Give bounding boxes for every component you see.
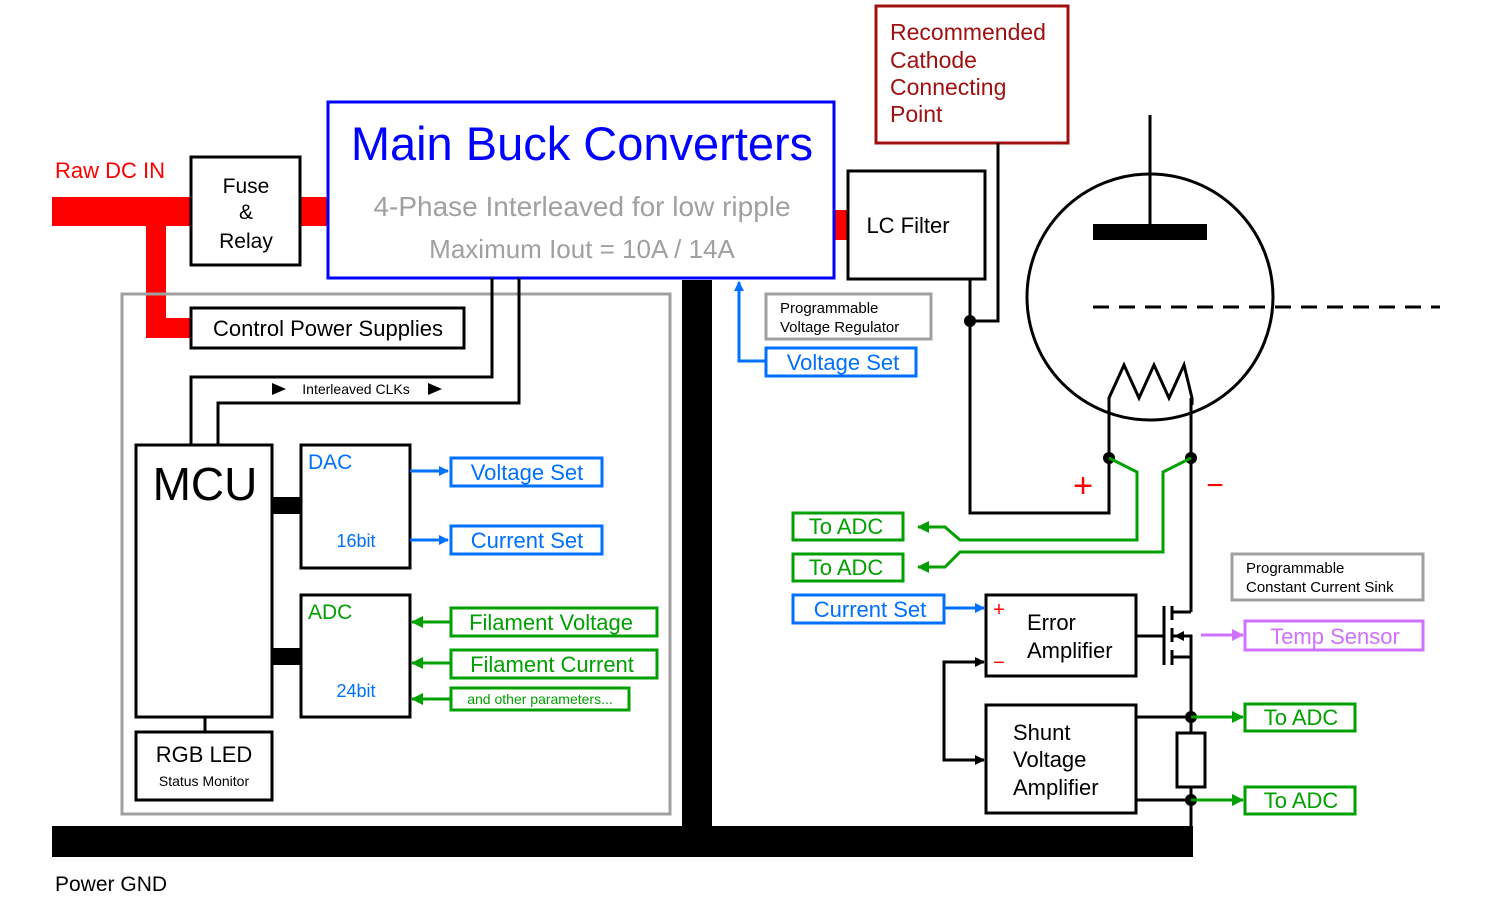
control-power-box	[189, 306, 466, 350]
clk-arrow-right	[428, 383, 442, 395]
clock-wires	[189, 278, 521, 444]
fuse-relay-box	[189, 155, 302, 267]
mcu-adc-bus	[272, 648, 301, 665]
to-adc-label-3: To ADC	[1264, 705, 1339, 730]
error-amp-plus: +	[993, 599, 1005, 621]
fuse-relay-line3: Relay	[219, 230, 273, 253]
to-adc-box-4	[1243, 785, 1357, 816]
to-adc-box-3	[1243, 702, 1357, 733]
to-adc-box-2	[791, 552, 905, 583]
other-params-label: and other parameters...	[467, 691, 613, 707]
dac-current-set-label: Current Set	[471, 528, 584, 553]
vreg-voltage-set-box	[764, 346, 918, 378]
lc-filter-box	[846, 169, 987, 281]
cathode-note-line2: Cathode	[890, 47, 977, 73]
to-adc-label-1: To ADC	[809, 514, 884, 539]
sink-current-set-label: Current Set	[814, 597, 927, 622]
rgb-led-box	[134, 730, 274, 802]
main-buck-rating: Maximum Iout = 10A / 14A	[429, 234, 735, 264]
prog-vreg-line1: Programmable	[780, 300, 878, 317]
to-adc-box-1	[791, 511, 905, 542]
cathode-note-line4: Point	[890, 101, 943, 127]
to-adc-label-4: To ADC	[1264, 788, 1339, 813]
control-power-label: Control Power Supplies	[213, 316, 443, 341]
temp-sensor-box	[1243, 619, 1425, 652]
fuse-relay-line1: Fuse	[223, 175, 270, 198]
dac-bits: 16bit	[336, 531, 375, 551]
main-buck-box	[326, 100, 836, 280]
mcu-label: MCU	[153, 458, 258, 510]
dac-voltage-set-label: Voltage Set	[471, 460, 584, 485]
adc-title: ADC	[308, 601, 352, 624]
filament-voltage-label: Filament Voltage	[469, 610, 633, 635]
filament-current-label: Filament Current	[470, 652, 634, 677]
ground-bus	[52, 280, 1193, 857]
feedback-wire	[942, 657, 985, 762]
dac-title: DAC	[308, 451, 352, 474]
filament-minus-sign: −	[1206, 469, 1224, 502]
control-section-frame	[120, 292, 672, 816]
vreg-voltage-set-label: Voltage Set	[787, 350, 900, 375]
error-amp-box	[984, 593, 1138, 678]
error-amp-line2: Amplifier	[1027, 638, 1113, 663]
vreg-vset-wire	[734, 281, 766, 363]
shunt-amp-line3: Amplifier	[1013, 775, 1099, 800]
sense-wire-minus	[917, 456, 1192, 573]
lc-filter-label: LC Filter	[866, 213, 949, 238]
dac-current-set-box	[449, 524, 604, 556]
filament-voltage-box	[449, 606, 659, 638]
temp-sensor-label: Temp Sensor	[1270, 624, 1400, 649]
error-amp-line1: Error	[1027, 610, 1076, 635]
main-buck-subtitle: 4-Phase Interleaved for low ripple	[373, 191, 790, 222]
shunt-amp-line2: Voltage	[1013, 747, 1086, 772]
prog-sink-line1: Programmable	[1246, 560, 1344, 577]
vacuum-tube	[1025, 115, 1440, 422]
power-gnd-label: Power GND	[55, 873, 167, 896]
cathode-note-line3: Connecting	[890, 74, 1006, 100]
adc-bits: 24bit	[336, 681, 375, 701]
main-buck-title: Main Buck Converters	[351, 117, 813, 170]
sink-current-set-box	[791, 593, 946, 625]
mosfet-arrow	[1174, 631, 1184, 641]
prog-sink-box	[1230, 552, 1425, 602]
cathode-note-line1: Recommended	[890, 19, 1046, 45]
interleaved-clks-label: Interleaved CLKs	[302, 381, 409, 397]
filament-wiring	[968, 143, 1193, 612]
prog-vreg-line2: Voltage Regulator	[780, 319, 899, 336]
clk-arrow-left	[272, 383, 286, 395]
cathode-note-box	[874, 4, 1070, 145]
other-params-box	[449, 686, 631, 712]
shunt-amp-line1: Shunt	[1013, 720, 1071, 745]
fuse-relay-line2: &	[239, 201, 253, 224]
dac-box	[299, 443, 412, 570]
shunt-amp-box	[984, 703, 1138, 815]
prog-vreg-box	[764, 292, 933, 341]
prog-sink-line2: Constant Current Sink	[1246, 579, 1394, 596]
filament-current-box	[449, 648, 659, 680]
rgb-led-subtitle: Status Monitor	[159, 773, 250, 789]
cathode-junction-dot	[964, 315, 976, 327]
mcu-dac-bus	[272, 497, 301, 514]
shunt-resistor	[1175, 731, 1207, 789]
error-amp-minus: −	[993, 652, 1005, 674]
dac-voltage-set-box	[449, 456, 604, 488]
mcu-box	[134, 443, 274, 719]
adc-box	[299, 593, 412, 719]
power-input-wiring	[52, 197, 848, 338]
raw-dc-in-label: Raw DC IN	[55, 158, 165, 183]
rgb-led-title: RGB LED	[156, 742, 253, 767]
sense-wire-plus	[917, 456, 1139, 542]
filament-plus-sign: +	[1073, 467, 1093, 505]
to-adc-label-2: To ADC	[809, 555, 884, 580]
